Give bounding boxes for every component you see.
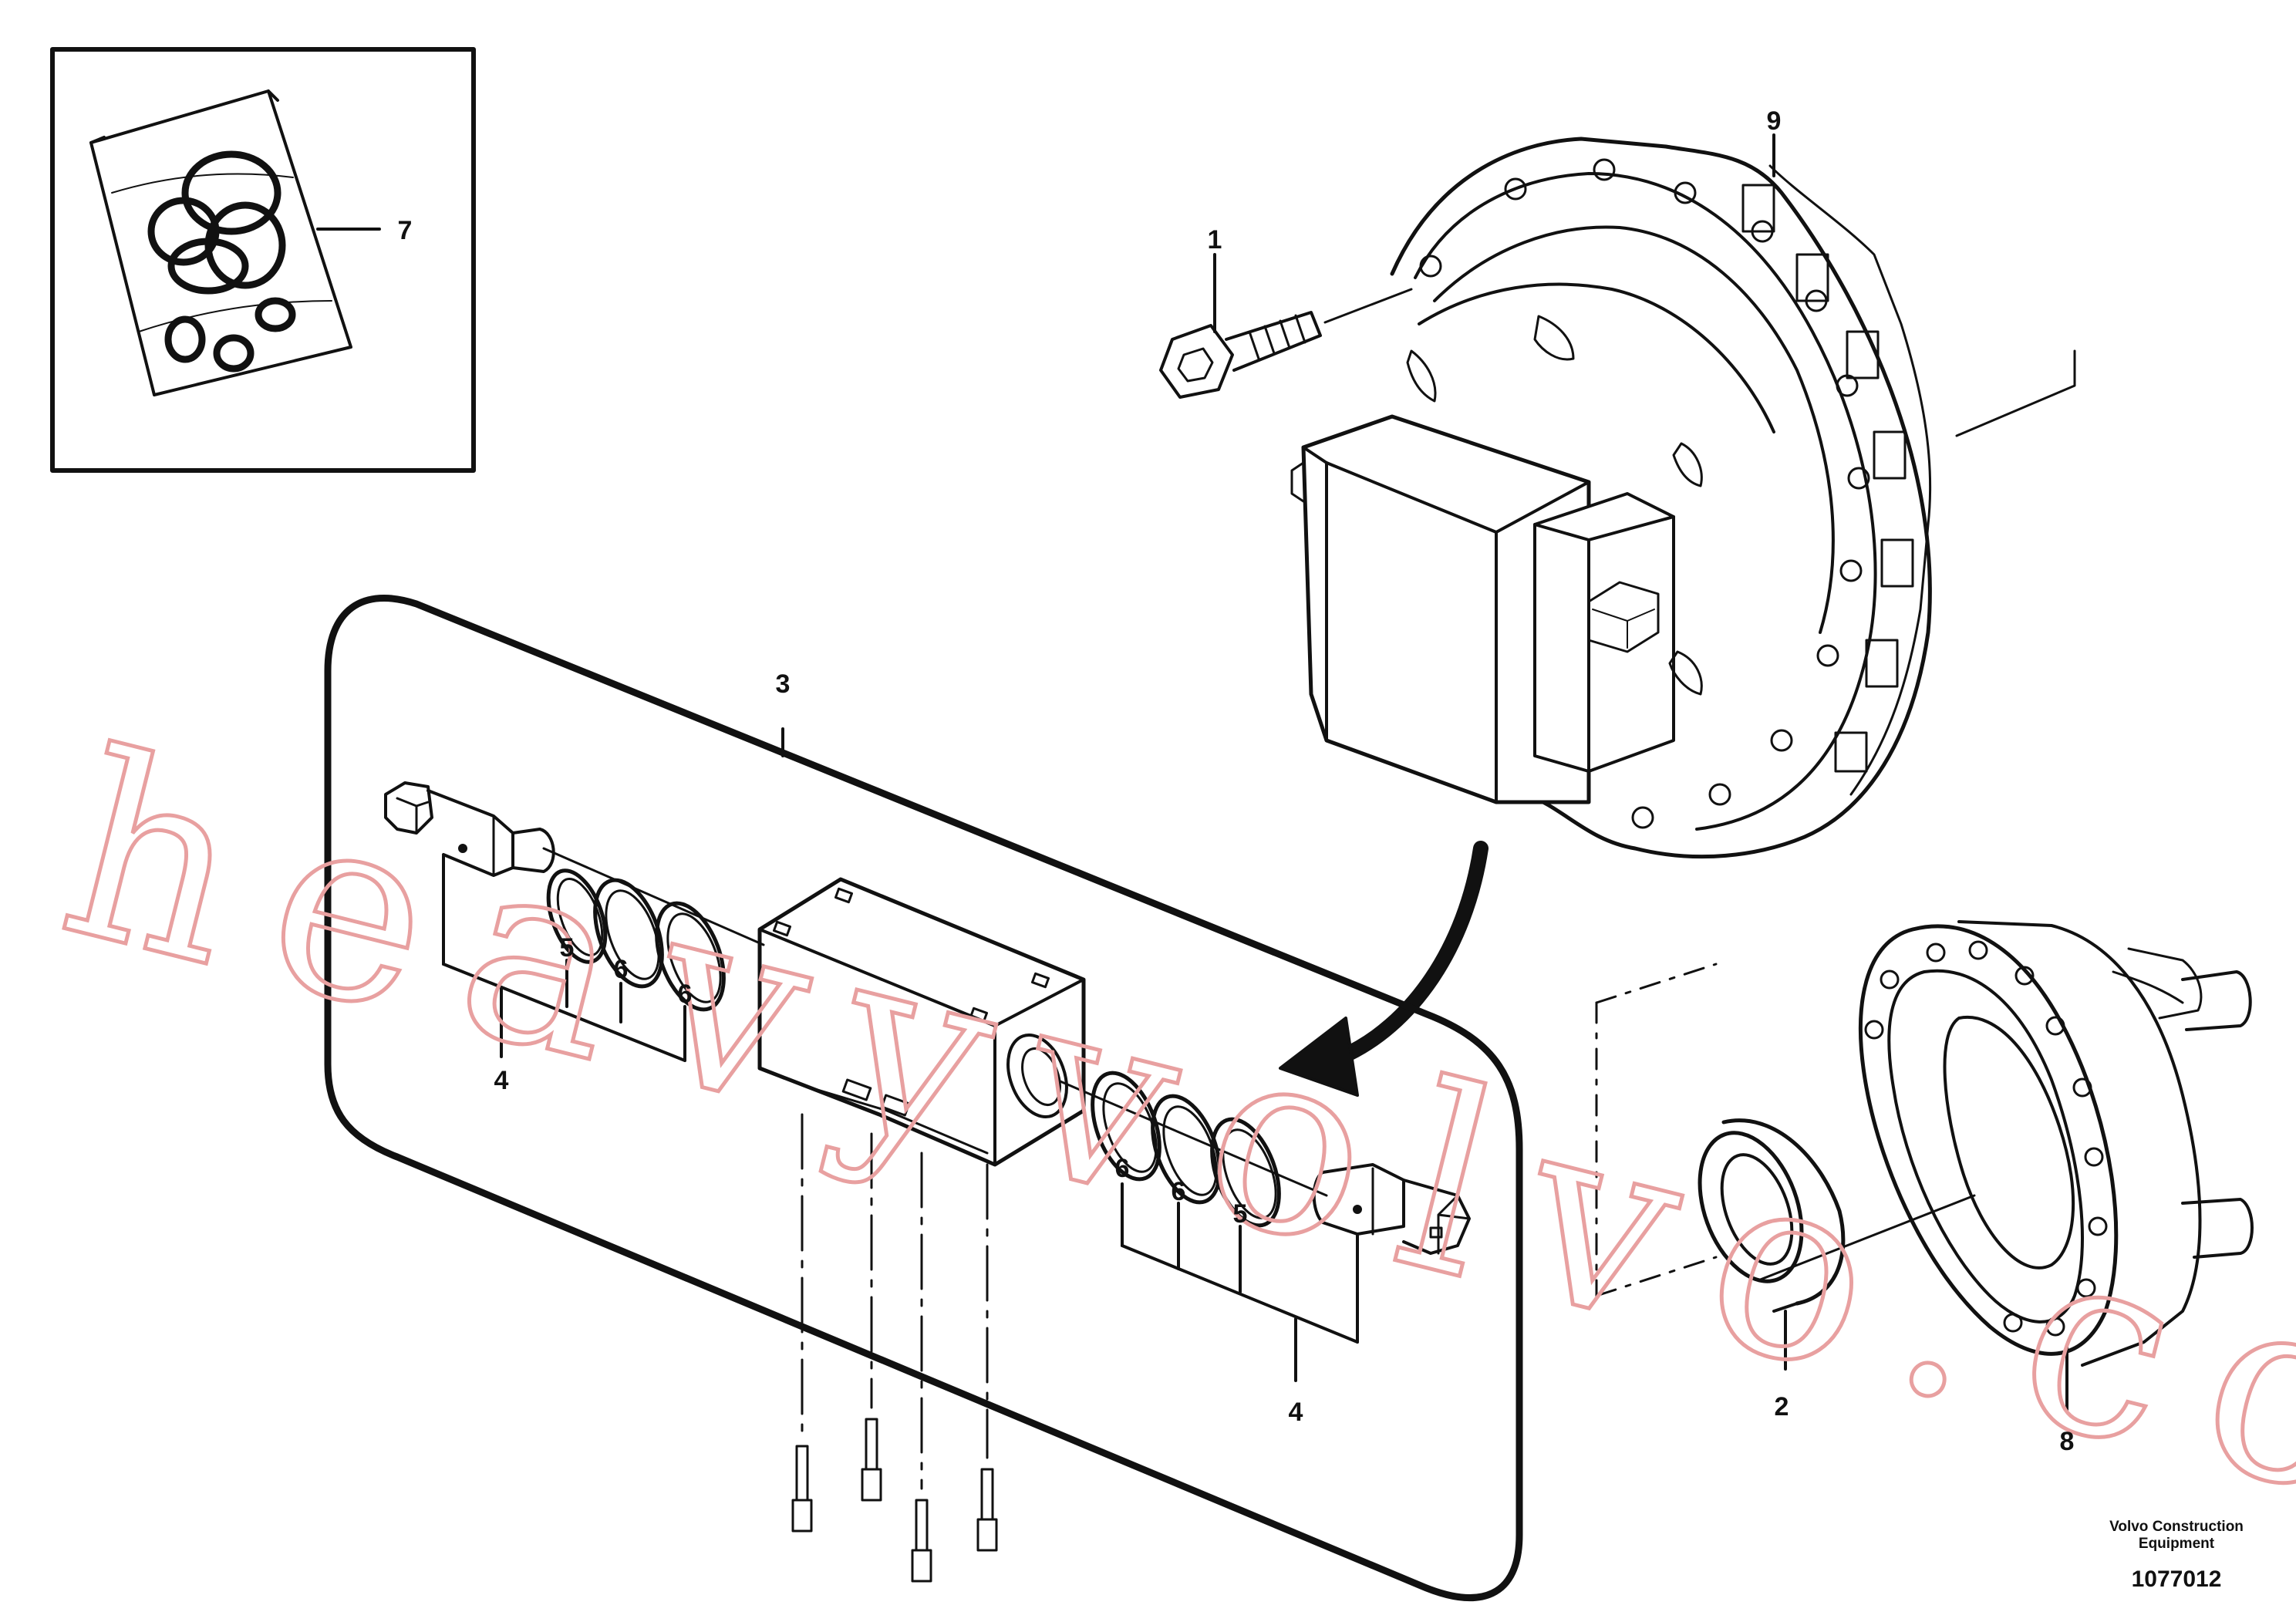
callout-cartridge-right: 4 <box>1289 1398 1303 1427</box>
rings-left <box>546 868 726 1012</box>
rings-right <box>1055 1071 1328 1228</box>
callout-ring-left-6a: 6 <box>614 955 629 984</box>
callout-seal: 2 <box>1775 1392 1789 1421</box>
callout-ring-right-5: 5 <box>1233 1199 1248 1229</box>
callout-ring-right-6b: 6 <box>1172 1177 1186 1206</box>
callout-labels: 1 2 3 4 4 5 6 6 6 6 5 7 8 9 <box>398 106 2075 1456</box>
bolt <box>1159 253 1413 399</box>
valve-assembly-frame <box>324 595 1523 1601</box>
drawing-code: 1077012 <box>2131 1566 2222 1592</box>
callout-motor: 9 <box>1767 106 1782 136</box>
callout-ring-right-6a: 6 <box>1115 1154 1130 1183</box>
callout-ring-left-5: 5 <box>560 933 575 963</box>
callout-hub: 8 <box>2060 1427 2075 1456</box>
company-line-1: Volvo Construction <box>2109 1519 2244 1535</box>
cartridge-right <box>1312 1163 1471 1255</box>
callout-valve-assembly: 3 <box>776 669 791 699</box>
callout-ring-left-6b: 6 <box>678 980 693 1009</box>
leader-lines <box>442 133 2068 1413</box>
mounting-screws <box>791 1113 998 1583</box>
travel-motor <box>1290 137 1932 859</box>
callout-bolt: 1 <box>1208 225 1222 255</box>
assembly-arrow <box>1279 841 1489 1097</box>
company-caption: Volvo Construction Equipment <box>2099 1519 2254 1553</box>
floating-seal <box>1698 1118 1846 1313</box>
cartridge-left <box>384 781 765 946</box>
valve-block <box>757 877 1086 1167</box>
hub-housing <box>1859 920 2254 1367</box>
company-line-2: Equipment <box>2138 1536 2215 1552</box>
callout-cartridge-left: 4 <box>494 1066 509 1095</box>
callout-seal-kit: 7 <box>398 216 413 245</box>
seal-kit-inset <box>50 47 476 473</box>
